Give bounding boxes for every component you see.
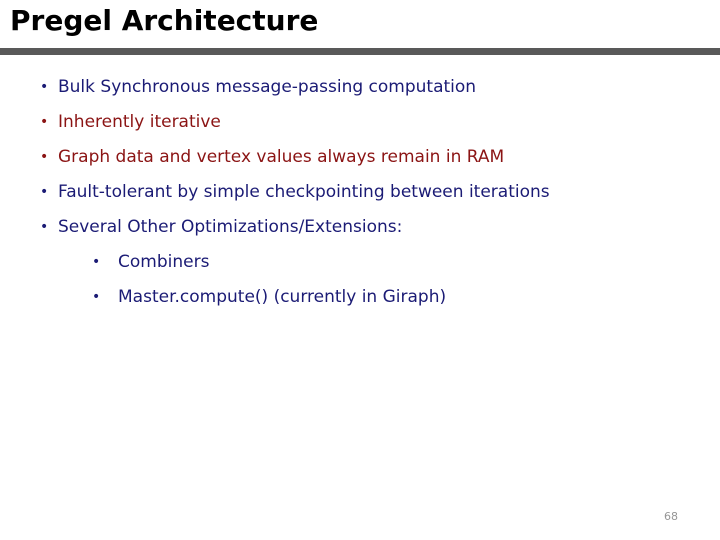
bullet-dot-icon: •: [40, 113, 49, 130]
bullet-dot-icon: •: [40, 148, 49, 165]
bullet-dot-icon: •: [40, 183, 49, 200]
bullet-text: Graph data and vertex values always rema…: [58, 146, 505, 167]
bullet-item: • Graph data and vertex values always re…: [0, 139, 720, 174]
bullet-text: Combiners: [118, 251, 210, 272]
bullet-text: Several Other Optimizations/Extensions:: [58, 216, 403, 237]
bullet-item: • Fault-tolerant by simple checkpointing…: [0, 174, 720, 209]
bullet-dot-icon: •: [92, 288, 101, 305]
title-divider: [0, 48, 720, 55]
bullet-item-sub: • Combiners: [0, 244, 720, 279]
bullet-text: Fault-tolerant by simple checkpointing b…: [58, 181, 550, 202]
bullet-item: • Inherently iterative: [0, 104, 720, 139]
bullet-dot-icon: •: [40, 218, 49, 235]
bullet-dot-icon: •: [92, 253, 101, 270]
bullet-item-sub: • Master.compute() (currently in Giraph): [0, 279, 720, 314]
bullet-item: • Bulk Synchronous message-passing compu…: [0, 69, 720, 104]
bullet-text: Inherently iterative: [58, 111, 221, 132]
bullet-text: Bulk Synchronous message-passing computa…: [58, 76, 477, 97]
bullet-list: • Bulk Synchronous message-passing compu…: [0, 69, 720, 314]
bullet-text: Master.compute() (currently in Giraph): [118, 286, 447, 307]
bullet-item: • Several Other Optimizations/Extensions…: [0, 209, 720, 244]
bullet-dot-icon: •: [40, 78, 49, 95]
page-number: 68: [664, 510, 678, 523]
slide-title: Pregel Architecture: [10, 4, 319, 37]
